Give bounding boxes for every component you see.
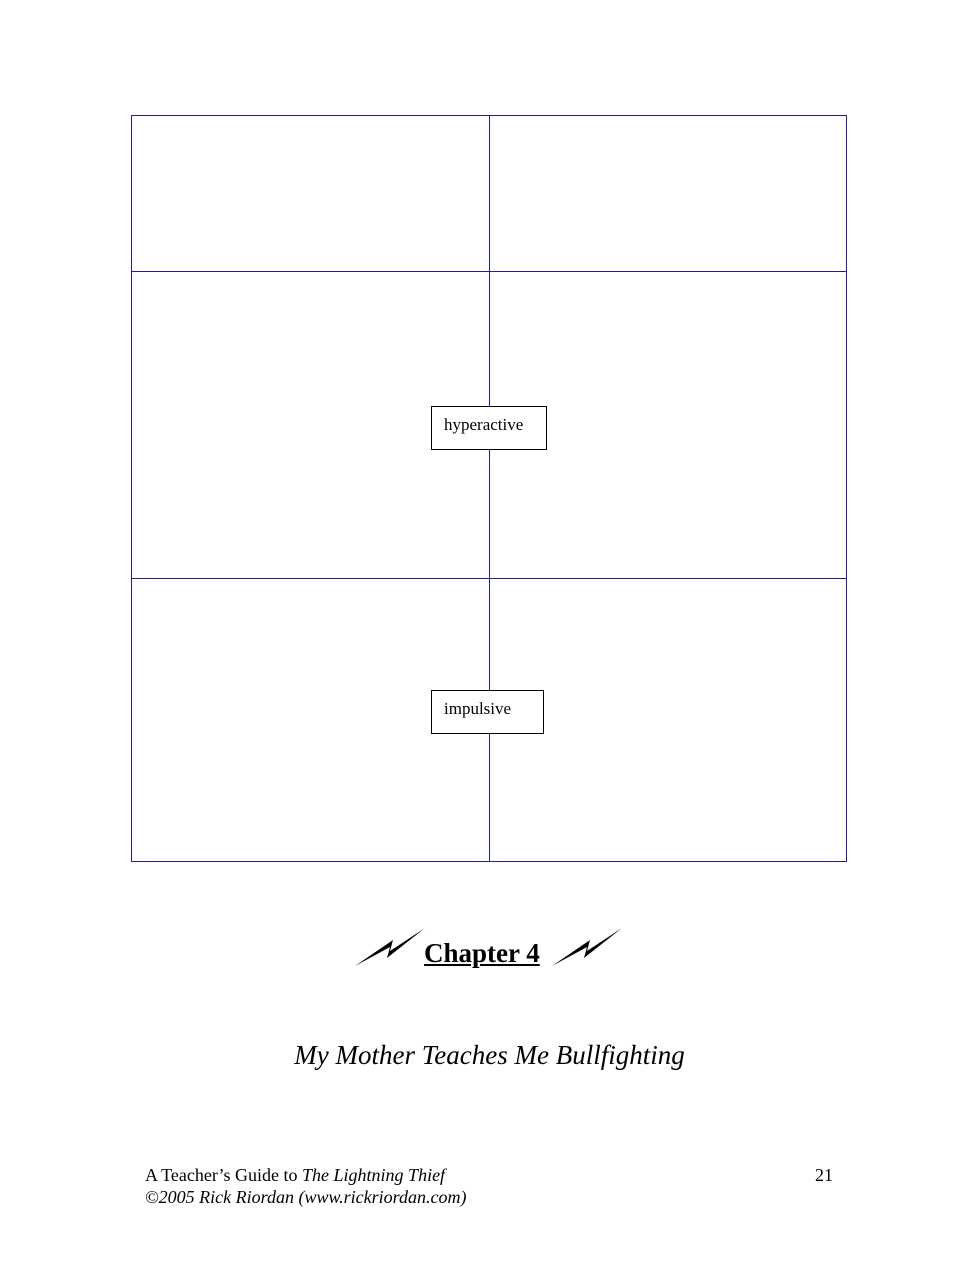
footer-guide-line: A Teacher’s Guide to The Lightning Thief	[145, 1165, 445, 1186]
column-divider	[489, 116, 490, 861]
chapter-title: Chapter 4	[424, 938, 540, 968]
lightning-bolt-icon	[552, 928, 622, 966]
footer-copyright: ©2005 Rick Riordan (www.rickriordan.com)	[145, 1187, 467, 1207]
page-number: 21	[815, 1165, 833, 1185]
footer-guide-prefix: A Teacher’s Guide to	[145, 1165, 303, 1185]
footer-book-title: The Lightning Thief	[302, 1165, 446, 1185]
lightning-bolt-icon	[355, 928, 425, 966]
trait-box-hyperactive: hyperactive	[431, 406, 547, 450]
graphic-organizer-grid	[131, 115, 847, 862]
trait-box-impulsive: impulsive	[431, 690, 544, 734]
chapter-subtitle: My Mother Teaches Me Bullfighting	[294, 1040, 685, 1070]
